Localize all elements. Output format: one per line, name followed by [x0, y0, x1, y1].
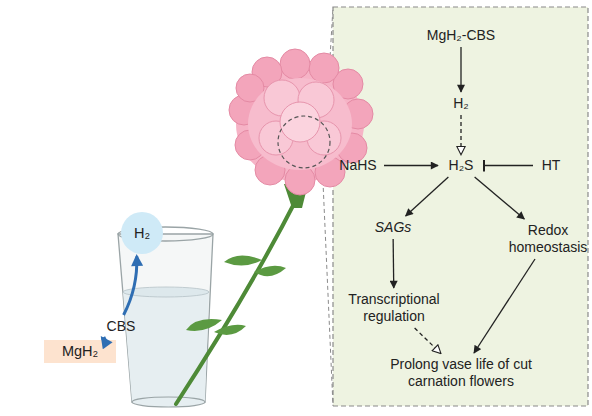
node-text: H₂ — [134, 225, 150, 242]
leaf — [254, 266, 286, 276]
leaf — [214, 325, 246, 335]
stem — [176, 200, 296, 404]
panel-frame — [333, 7, 588, 406]
arrow-connector — [124, 256, 137, 315]
leaf — [224, 255, 262, 265]
arrow-connector — [475, 177, 525, 219]
process-node: MgH₂-CBS — [406, 27, 516, 44]
reagent-box: MgH₂ — [44, 340, 116, 363]
process-node: Redox homeostasis — [503, 222, 592, 256]
arrow-connector — [460, 115, 461, 154]
process-node: NaHS — [335, 157, 381, 174]
node-text: H₂S — [441, 157, 481, 174]
glass-base — [132, 397, 205, 407]
arrow-connector — [102, 337, 107, 343]
water — [123, 292, 209, 402]
outcome-node: Prolong vase life of cut carnation flowe… — [385, 356, 537, 390]
gas-bubble: H₂ — [121, 212, 163, 254]
node-text: MgH₂-CBS — [406, 27, 516, 44]
node-text: Transcriptional regulation — [338, 291, 450, 325]
process-node: H₂ — [441, 95, 481, 112]
arrow-connector — [460, 47, 461, 92]
petal — [248, 78, 352, 170]
arrow-connector — [384, 165, 438, 166]
leader-line — [322, 160, 333, 406]
arrow-connector — [415, 328, 441, 353]
node-text: MgH₂ — [48, 343, 112, 360]
process-node: HT — [536, 157, 566, 174]
node-text: CBS — [104, 318, 138, 335]
node-text: NaHS — [335, 157, 381, 174]
node-text: Redox homeostasis — [503, 222, 592, 256]
node-text: SAGs — [368, 219, 418, 236]
arrow-connector — [474, 259, 535, 353]
solution-label: CBS — [104, 318, 138, 335]
process-node: H₂S — [441, 157, 481, 174]
petal — [280, 49, 310, 79]
leaf — [186, 319, 222, 331]
zoom-circle — [278, 116, 330, 168]
node-text: Prolong vase life of cut carnation flowe… — [385, 356, 537, 390]
petal — [280, 102, 320, 142]
inhibition-connector — [484, 165, 533, 166]
water-surface — [123, 287, 209, 297]
petal — [309, 53, 339, 83]
process-node: Transcriptional regulation — [338, 291, 450, 325]
node-text: H₂ — [441, 95, 481, 112]
arrow-connector — [392, 239, 394, 288]
process-node: SAGs — [368, 219, 418, 236]
node-text: HT — [536, 157, 566, 174]
arrow-connector — [406, 177, 449, 216]
